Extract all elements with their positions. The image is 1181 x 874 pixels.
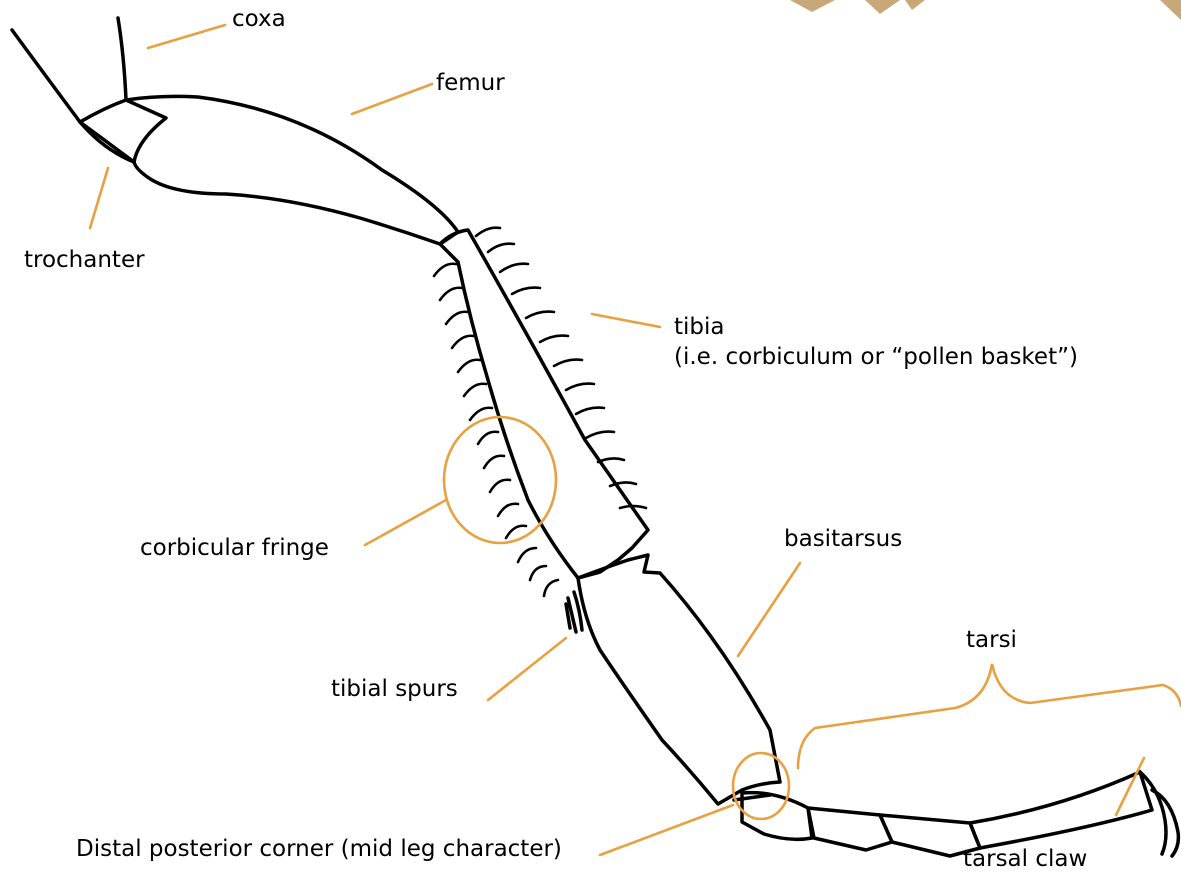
tibia-segment [440,230,648,578]
distal-corner-label: Distal posterior corner (mid leg charact… [76,836,562,864]
distal-corner-leader [600,805,733,855]
tarsi-bracket [798,664,1181,768]
corbicular-hairs [434,228,646,596]
tarsal-claw-leader [1116,758,1144,815]
corner-decoration [790,0,1181,20]
corbicular-fringe-label: corbicular fringe [140,535,329,563]
tarsi-label: tarsi [966,627,1017,655]
tarsus-4 [970,772,1152,848]
tibial-spurs-label: tibial spurs [331,676,458,704]
tarsal-claw-label: tarsal claw [963,846,1087,874]
tibial-spurs-leader [488,638,566,700]
tarsus-1 [742,793,812,840]
tibia-leader [592,314,660,327]
tibia-label: tibia [674,314,725,342]
tibial-spurs-shape [566,592,582,632]
coxa-leader [148,25,225,48]
femur-label: femur [436,70,505,98]
femur-leader [352,84,432,114]
leg-outline [12,18,1178,856]
tibia-note-label: (i.e. corbiculum or “pollen basket”) [674,344,1078,372]
basitarsus-segment [578,555,780,804]
basitarsus-leader [738,563,800,656]
trochanter-leader [90,168,108,228]
corbicular-fringe-leader [365,500,446,545]
femur-segment [126,96,458,244]
leader-lines [90,25,1181,855]
trochanter-label: trochanter [24,247,145,275]
coxa-label: coxa [232,6,286,34]
basitarsus-label: basitarsus [784,526,902,554]
